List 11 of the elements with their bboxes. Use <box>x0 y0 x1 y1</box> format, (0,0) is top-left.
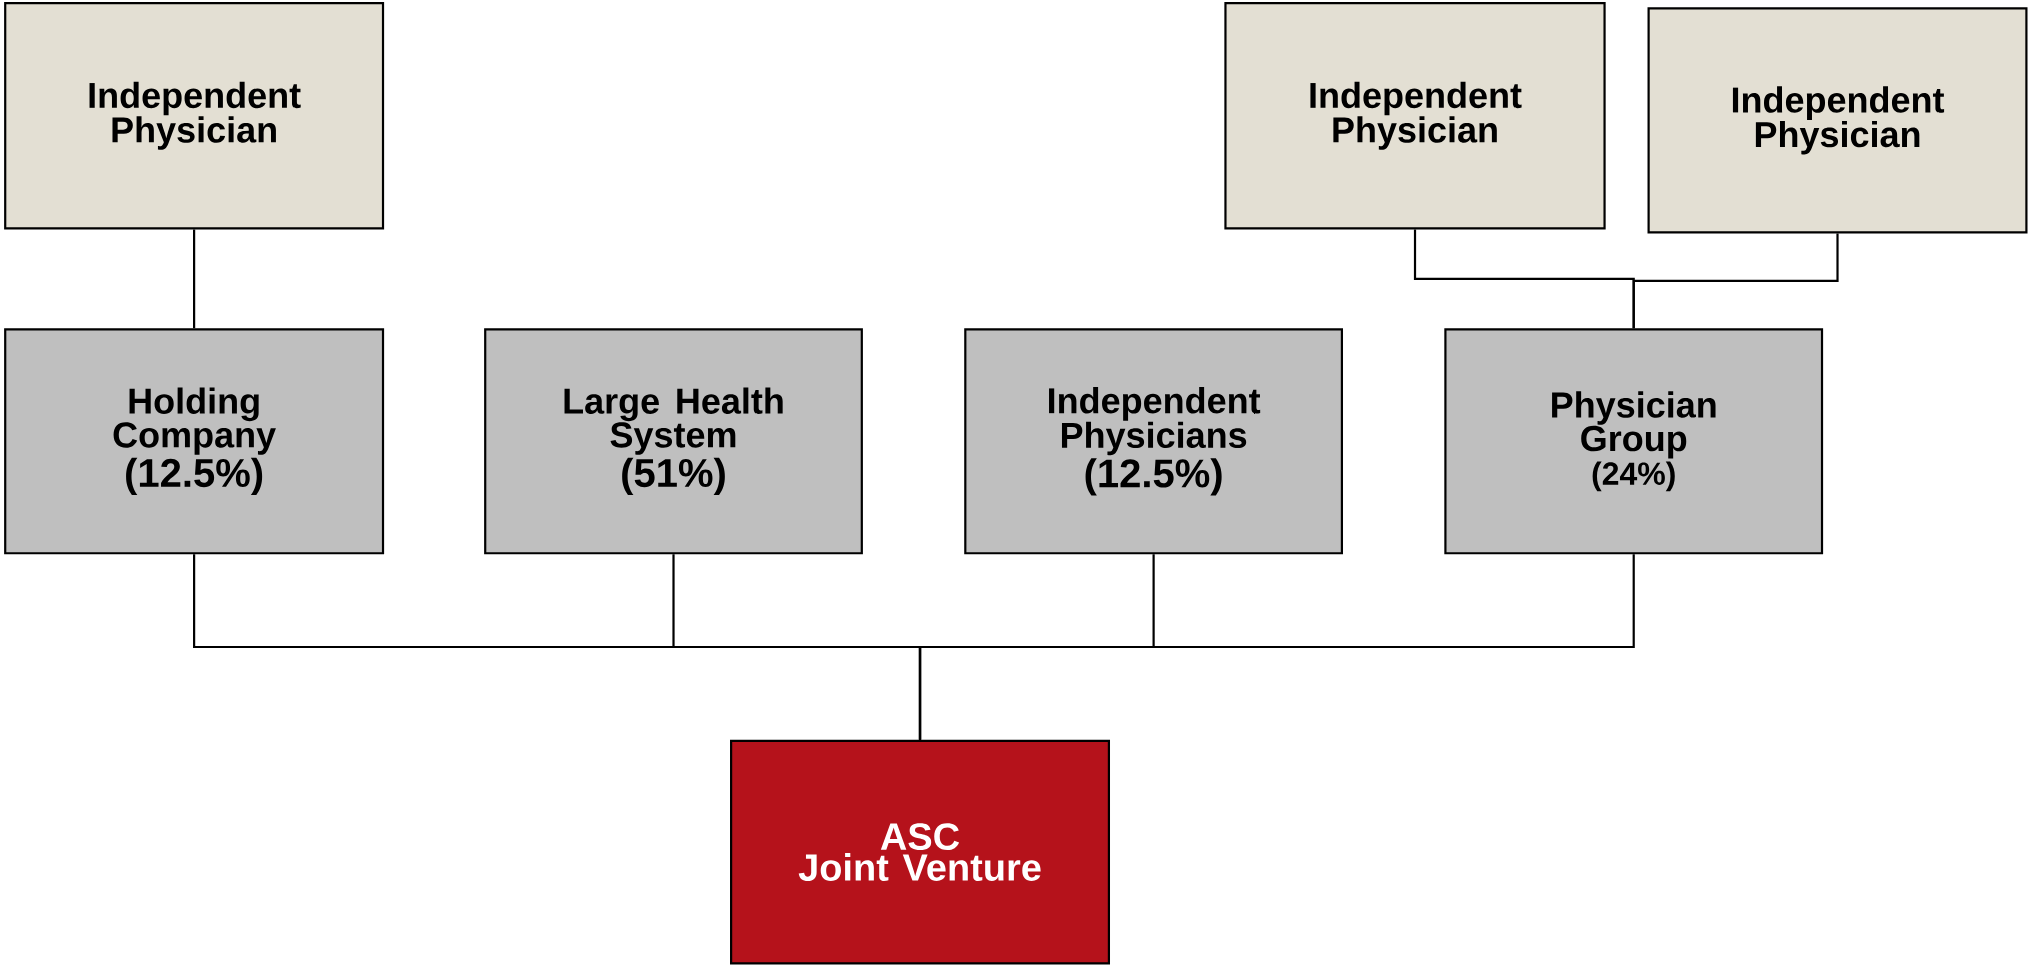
owner-box: Independent Physician <box>1224 2 1606 230</box>
connector-line <box>1632 233 1839 329</box>
connector-line <box>918 554 1635 740</box>
shareholder-box: Holding Company (12.5%) <box>4 328 385 555</box>
connector-line <box>193 229 196 329</box>
joint-venture-box: ASC Joint Venture <box>730 739 1110 965</box>
owner-box: Independent Physician <box>4 2 385 230</box>
shareholder-box: Independent Physicians (12.5%) <box>964 328 1343 555</box>
shareholder-box: Physician Group (24%) <box>1444 328 1824 555</box>
owner-box: Independent Physician <box>1647 7 2028 234</box>
shareholder-box: Large Health System (51%) <box>484 328 863 555</box>
